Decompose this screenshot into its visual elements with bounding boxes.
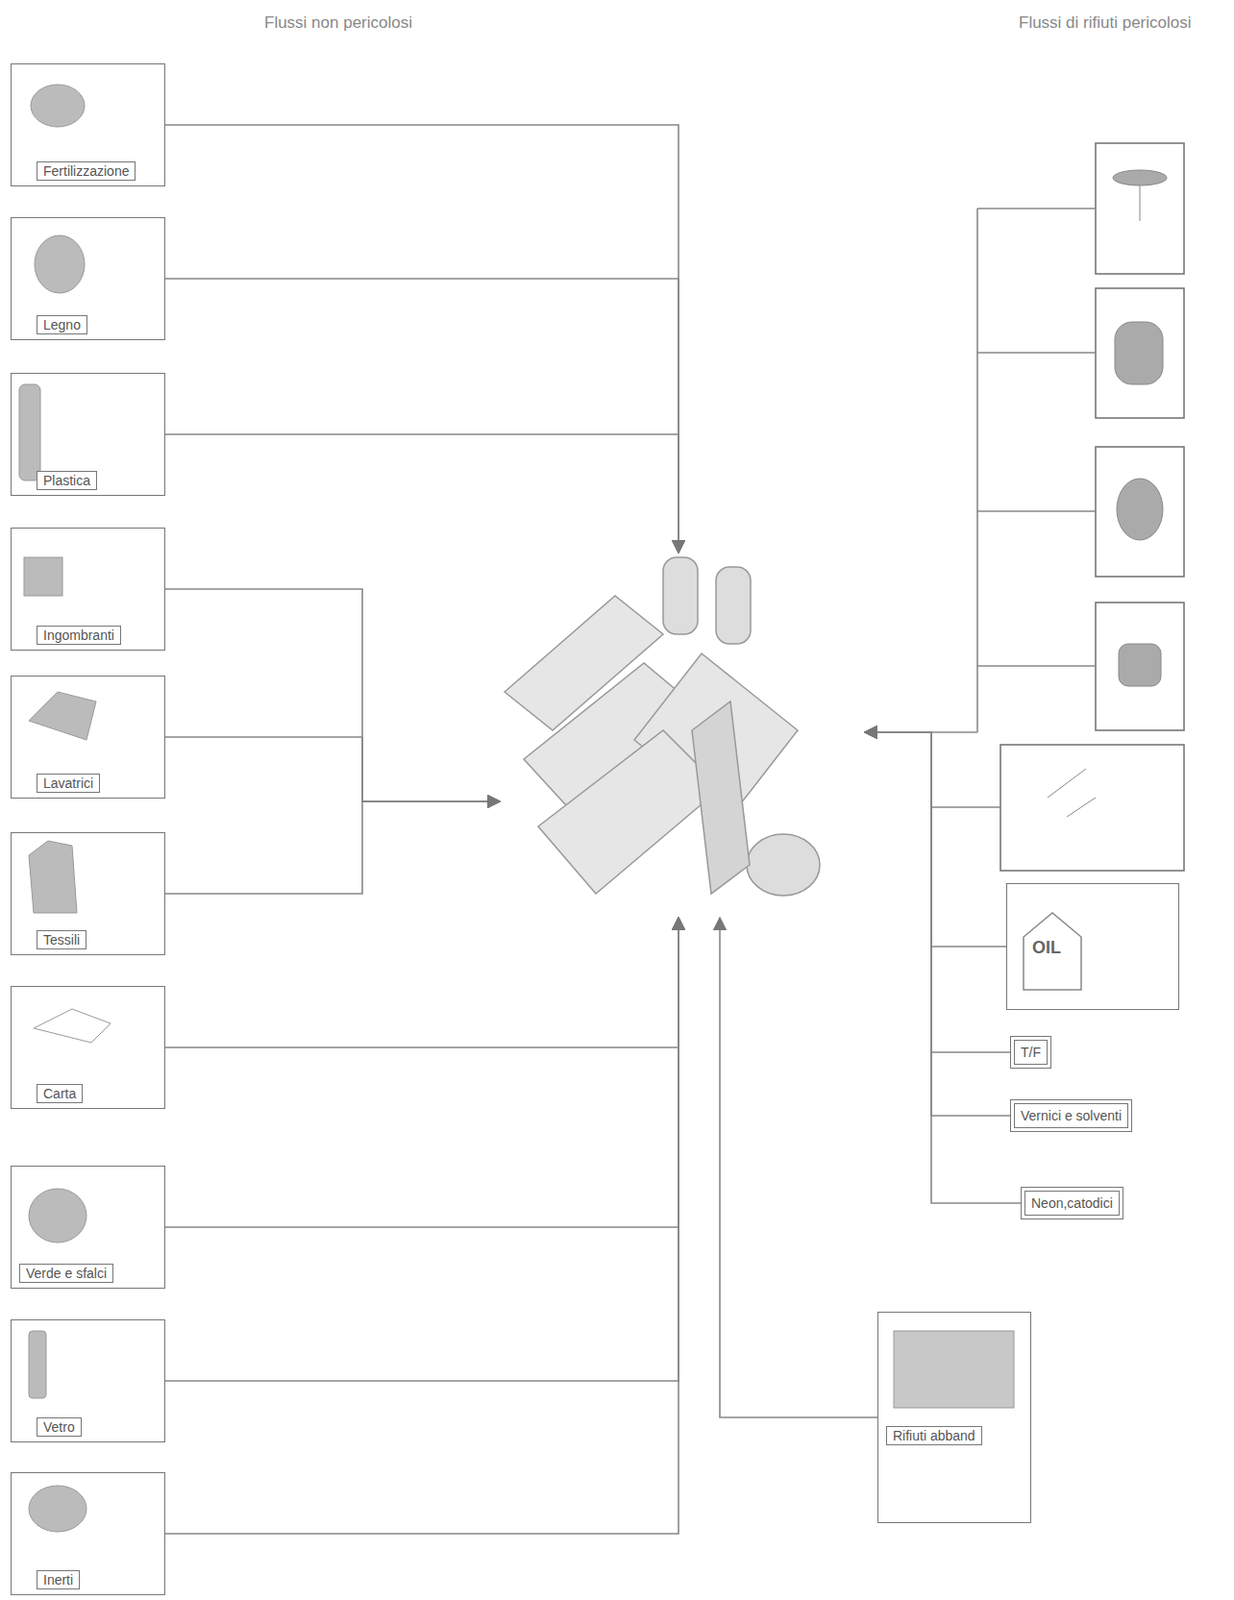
flow-connector xyxy=(165,917,679,1534)
node-label: OIL xyxy=(1032,937,1062,959)
flow-connector xyxy=(864,732,1011,1116)
icon xyxy=(24,557,63,596)
waste-box: Lavatrici xyxy=(10,675,166,799)
node-label: Vetro xyxy=(36,1417,82,1437)
flow-connector xyxy=(165,737,500,802)
flow-connector xyxy=(864,732,1011,1053)
node-label: Tessili xyxy=(36,930,87,950)
waste-box: Tessili xyxy=(10,832,166,956)
icon xyxy=(28,691,97,741)
node-label: Carta xyxy=(36,1084,83,1104)
icon xyxy=(19,384,41,481)
icon xyxy=(28,1188,87,1243)
node-label: Fertilizzazione xyxy=(36,161,136,181)
flow-connector xyxy=(165,589,500,802)
waste-box: T/F xyxy=(1010,1036,1052,1069)
icon xyxy=(33,1009,111,1043)
node-label: Vernici e solventi xyxy=(1013,1103,1129,1129)
node-label: Inerti xyxy=(36,1570,80,1590)
flow-connector xyxy=(165,278,679,553)
waste-box: Plastica xyxy=(10,372,166,496)
node-label: Plastica xyxy=(36,470,98,491)
waste-box: Vernici e solventi xyxy=(1010,1099,1133,1133)
waste-box: Legno xyxy=(10,217,166,341)
flow-connector xyxy=(165,124,679,553)
flow-connector xyxy=(864,732,1021,1204)
node-label: Lavatrici xyxy=(36,773,100,793)
node-label: Neon,catodici xyxy=(1024,1190,1120,1216)
waste-box: Ingombranti xyxy=(10,527,166,651)
node-label: Ingombranti xyxy=(36,625,122,645)
flow-connector xyxy=(165,434,679,553)
flow-connector xyxy=(165,801,500,894)
section-heading: Flussi non pericolosi xyxy=(264,13,413,33)
flow-connector xyxy=(165,917,679,1228)
flow-connector xyxy=(165,917,679,1048)
waste-box: Neon,catodici xyxy=(1020,1186,1124,1220)
icon xyxy=(30,84,85,127)
node-label: T/F xyxy=(1013,1039,1048,1065)
icon xyxy=(28,840,77,914)
flow-connector xyxy=(864,732,1007,947)
waste-box: Inerti xyxy=(10,1472,166,1596)
waste-box: OIL xyxy=(1006,883,1180,1011)
icon xyxy=(28,1485,87,1532)
flow-connector xyxy=(165,917,679,1382)
waste-box: Carta xyxy=(10,986,166,1110)
waste-box: Fertilizzazione xyxy=(10,63,166,187)
node-label: Legno xyxy=(36,315,88,335)
waste-box: Rifiuti abband xyxy=(877,1311,1032,1524)
section-heading: Flussi di rifiuti pericolosi xyxy=(1018,13,1192,33)
icon xyxy=(34,235,85,294)
flow-connector xyxy=(719,917,878,1418)
waste-box: Vetro xyxy=(10,1319,166,1443)
node-label: Verde e sfalci xyxy=(19,1263,114,1284)
node-label: Rifiuti abband xyxy=(886,1426,983,1446)
waste-box: Verde e sfalci xyxy=(10,1165,166,1289)
recycling-center xyxy=(499,552,865,918)
icon xyxy=(28,1331,47,1399)
